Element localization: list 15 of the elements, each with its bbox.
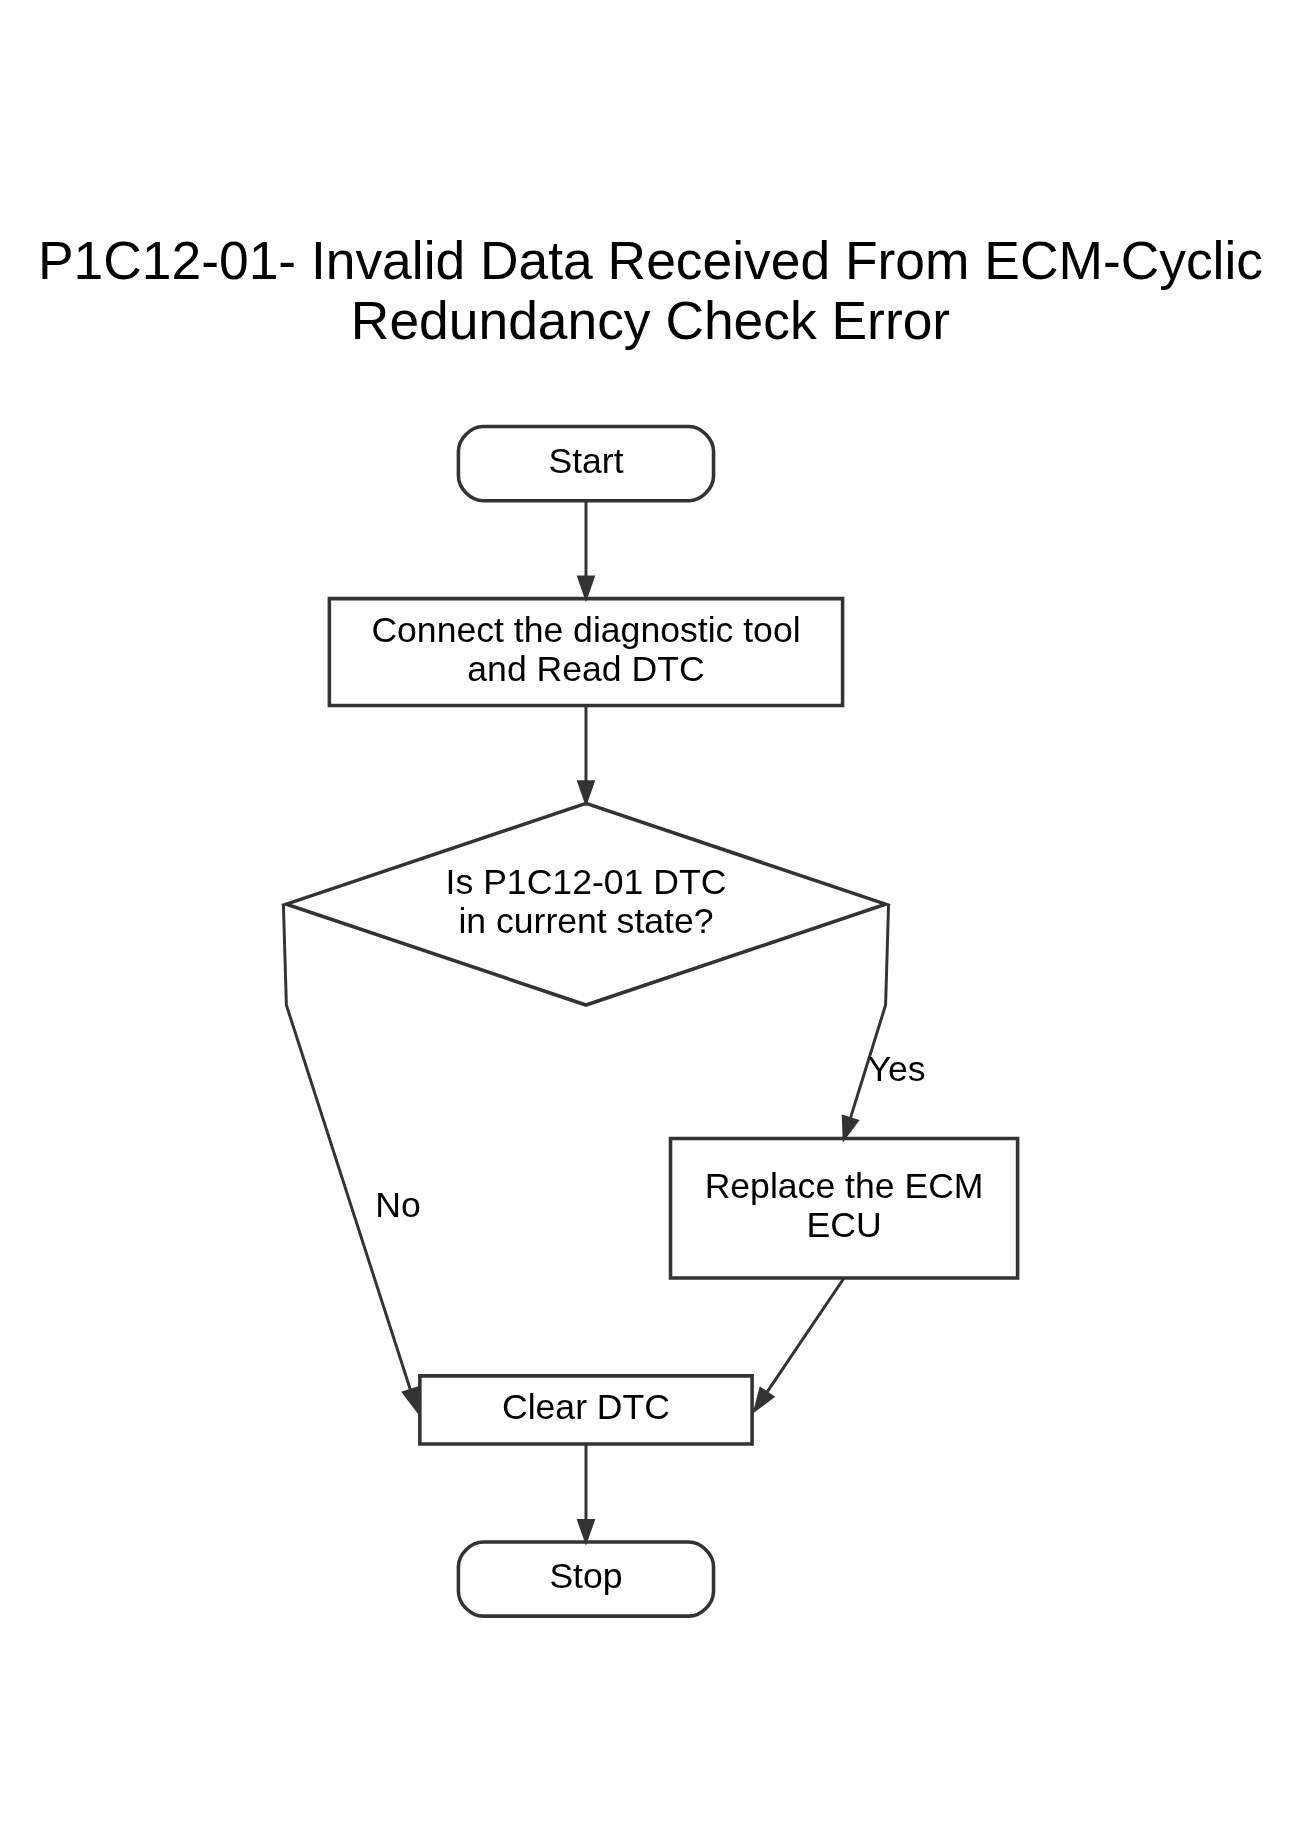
diagram-title: P1C12-01- Invalid Data Received From ECM-Cyclic Redundancy Check Error	[37, 230, 1264, 350]
node-box: Stop	[456, 1539, 716, 1618]
node-box: Clear DTC	[418, 1373, 754, 1446]
node-box: Replace the ECM ECU	[668, 1136, 1020, 1280]
node-box: Start	[456, 424, 716, 503]
node-diamond: Is P1C12-01 DTC in current state?	[280, 800, 892, 1007]
arrow	[576, 705, 596, 807]
arrow	[841, 903, 891, 1143]
arrow	[281, 903, 419, 1414]
edge-label: No	[375, 1184, 421, 1225]
edge-label: Yes	[867, 1048, 926, 1089]
arrow	[576, 1443, 596, 1546]
node-box: Connect the diagnostic tool and Read DTC	[327, 596, 845, 707]
arrow	[576, 500, 596, 602]
arrow	[752, 1276, 846, 1414]
